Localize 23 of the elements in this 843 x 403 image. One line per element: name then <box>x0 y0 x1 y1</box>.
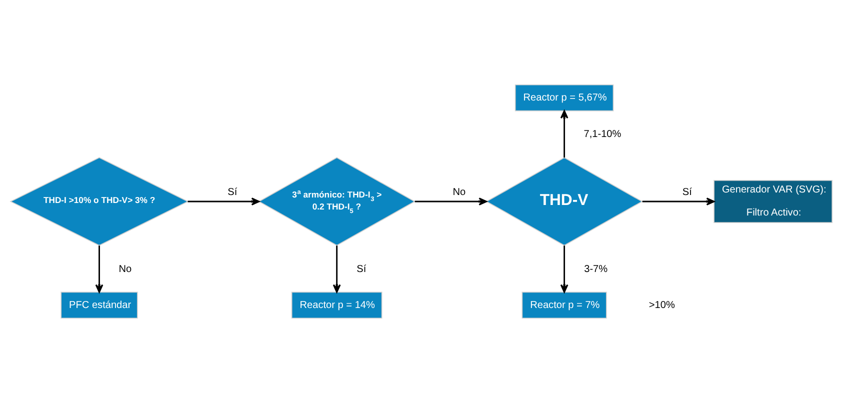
arrow <box>642 198 715 206</box>
node-diamond: THD-V <box>486 157 643 246</box>
edge-label: No <box>118 264 132 275</box>
arrow <box>188 198 260 206</box>
arrow <box>560 246 568 293</box>
node-box: Generador VAR (SVG): Filtro Activo: <box>714 180 833 224</box>
edge-label: No <box>452 186 466 198</box>
arrow <box>332 246 341 293</box>
node-box: Reactor p = 7% <box>522 292 607 319</box>
node-diamond: THD-I >10% o THD-V> 3% ? <box>10 157 189 246</box>
node-box: PFC estándar <box>60 292 138 319</box>
node-diamond: 3$^{a}$ armónico: THD-I$_{3}$ > 0.2 THD-I$_{5}$ ? <box>258 157 416 246</box>
arrow <box>414 198 488 206</box>
node-box: Reactor p = 14% <box>291 292 382 319</box>
edge-label: Sí <box>228 186 238 198</box>
arrow <box>95 246 104 293</box>
edge-label: Sí <box>356 264 366 275</box>
edge-label: Sí <box>682 186 692 198</box>
edge-label: 7,1-10% <box>584 129 622 140</box>
label: >10% <box>648 300 675 311</box>
arrow <box>560 110 568 158</box>
node-box: Reactor p = 5,67% <box>514 84 614 112</box>
edge-label: 3-7% <box>584 264 608 275</box>
